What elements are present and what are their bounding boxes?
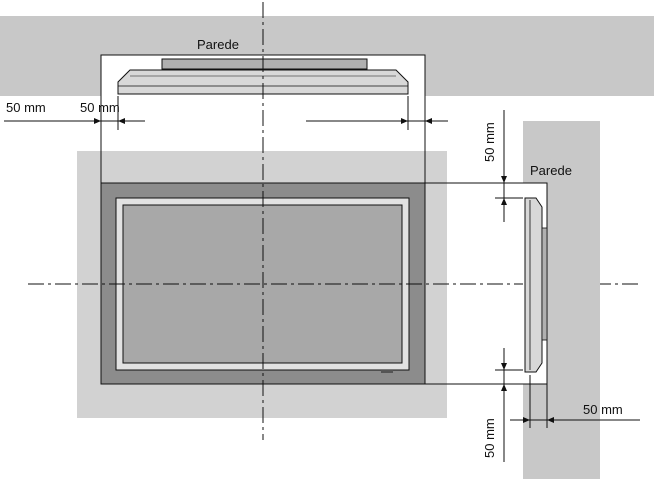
display-side-view — [524, 197, 548, 373]
dimension-top-right-vertical — [501, 110, 507, 222]
top-wall-recess-outline — [100, 54, 426, 96]
dimension-label-bottom-right: 50 mm — [482, 418, 497, 458]
dimension-bottom-right-vertical — [501, 348, 507, 462]
dimension-side-horizontal — [510, 375, 640, 428]
dimension-top-right — [306, 96, 448, 135]
wall-label-right: Parede — [530, 163, 572, 178]
dimension-label-side: 50 mm — [583, 402, 623, 417]
dimension-label-left-2: 50 mm — [80, 100, 120, 115]
dimension-label-left-1: 50 mm — [6, 100, 46, 115]
dimension-label-top-right: 50 mm — [482, 122, 497, 162]
wall-label-top: Parede — [197, 37, 239, 52]
